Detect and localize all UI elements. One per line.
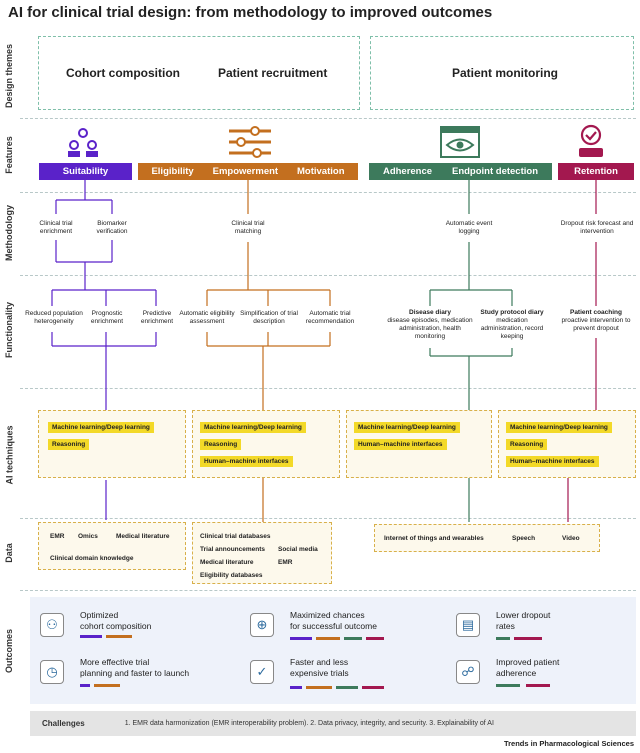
certificate-badge-icon: ✓ [250, 660, 274, 684]
challenges-bar: Challenges 1. EMR data harmonization (EM… [30, 711, 636, 736]
tech-ml: Machine learning/Deep learning [200, 422, 306, 433]
row-divider [20, 590, 636, 591]
feature-suitability: Suitability [39, 163, 132, 180]
data-box-suitability [38, 522, 186, 570]
outcome-bar-purple [290, 686, 302, 689]
func-simplification: Simplification of trial description [240, 310, 298, 326]
target-icon: ⊕ [250, 613, 274, 637]
tech-reasoning: Reasoning [200, 439, 242, 450]
feature-empowerment: Empowerment [212, 166, 279, 177]
data-omics: Omics [78, 533, 98, 540]
outcome-bar-orange [306, 686, 332, 689]
data-medical-literature: Medical literature [116, 533, 170, 540]
bar-chart-icon: ▤ [456, 613, 480, 637]
page-title: AI for clinical trial design: from metho… [8, 4, 493, 21]
tech-ml: Machine learning/Deep learning [354, 422, 460, 433]
data-clinical-domain-knowledge: Clinical domain knowledge [50, 555, 134, 562]
data-video: Video [562, 535, 580, 542]
sliders-icon [229, 126, 271, 158]
outcome-bar-crimson [366, 637, 384, 640]
outcome-bar-orange [94, 684, 120, 687]
func-auto-recommendation: Automatic trial recommendation [305, 310, 355, 326]
data-emr: EMR [50, 533, 65, 540]
cohort-people-icon: ⚇ [40, 613, 64, 637]
feature-adherence: Adherence [382, 166, 433, 177]
func-patient-coaching: Patient coaching proactive intervention … [561, 309, 631, 333]
func-reduced-heterogeneity: Reduced population heterogeneity [25, 310, 83, 326]
data-emr: EMR [278, 559, 293, 566]
theme-box-cohort-recruitment [38, 36, 360, 110]
outcome-bar-green [344, 637, 362, 640]
row-divider [20, 118, 636, 119]
method-clinical-trial-enrichment: Clinical trial enrichment [39, 220, 73, 236]
tech-hmi: Human–machine interfaces [354, 439, 447, 450]
func-prognostic-enrichment: Prognostic enrichment [90, 310, 124, 326]
theme-box-monitoring [370, 36, 634, 110]
outcome-bar-crimson [514, 637, 542, 640]
feature-eligibility: Eligibility [151, 166, 194, 177]
func-study-protocol-diary: Study protocol diary medication administ… [480, 309, 544, 341]
func-disease-diary: Disease diary disease episodes, medicati… [387, 309, 473, 341]
feature-retention: Retention [558, 163, 634, 180]
method-clinical-trial-matching: Clinical trial matching [231, 220, 265, 236]
row-divider [20, 192, 636, 193]
data-eligibility-databases: Eligibility databases [200, 572, 263, 579]
eye-window-icon [440, 126, 480, 158]
footer-journal: Trends in Pharmacological Sciences [503, 739, 634, 748]
tech-hmi: Human–machine interfaces [506, 456, 599, 467]
row-divider [20, 518, 636, 519]
outcome-bar-green [336, 686, 358, 689]
outcome-bar-crimson [362, 686, 384, 689]
theme-cohort-composition: Cohort composition [66, 66, 180, 80]
func-predictive-enrichment: Predictive enrichment [140, 310, 174, 326]
method-dropout-risk-forecast: Dropout risk forecast and intervention [560, 220, 634, 236]
row-divider [20, 388, 636, 389]
outcome-bar-green [496, 684, 520, 687]
tech-hmi: Human–machine interfaces [200, 456, 293, 467]
data-trial-announcements: Trial announcements [200, 546, 266, 553]
data-box-recruitment [192, 522, 332, 584]
data-social-media: Social media [278, 546, 318, 553]
outcome-bar-green [496, 637, 510, 640]
outcome-bar-orange [316, 637, 340, 640]
challenges-text: 1. EMR data harmonization (EMR interoper… [124, 720, 494, 727]
people-group-icon [68, 128, 98, 157]
tech-ml: Machine learning/Deep learning [48, 422, 154, 433]
outcome-bar-purple [80, 635, 102, 638]
theme-patient-monitoring: Patient monitoring [452, 66, 558, 80]
func-auto-eligibility: Automatic eligibility assessment [179, 310, 235, 326]
method-automatic-event-logging: Automatic event logging [445, 220, 493, 236]
outcome-bar-purple [80, 684, 90, 687]
data-iot-wearables: Internet of things and wearables [384, 535, 484, 542]
feature-recruitment-bar: Eligibility Empowerment Motivation [138, 163, 358, 180]
tech-reasoning: Reasoning [48, 439, 90, 450]
person-check-icon [579, 124, 603, 157]
data-box-monitoring [374, 524, 600, 552]
outcome-bar-orange [106, 635, 132, 638]
outcome-bar-crimson [526, 684, 550, 687]
row-divider [20, 275, 636, 276]
data-medical-literature: Medical literature [200, 559, 254, 566]
clock-icon: ◷ [40, 660, 64, 684]
feature-endpoint-detection: Endpoint detection [451, 166, 539, 177]
theme-patient-recruitment: Patient recruitment [218, 66, 328, 80]
feature-monitoring-bar: Adherence Endpoint detection [369, 163, 552, 180]
network-share-icon: ☍ [456, 660, 480, 684]
tech-ml: Machine learning/Deep learning [506, 422, 612, 433]
outcome-bar-purple [290, 637, 312, 640]
data-speech: Speech [512, 535, 536, 542]
tech-reasoning: Reasoning [506, 439, 548, 450]
challenges-label: Challenges [42, 719, 85, 728]
method-biomarker-verification: Biomarker verification [96, 220, 128, 236]
feature-motivation: Motivation [297, 166, 345, 177]
data-clinical-trial-databases: Clinical trial databases [200, 533, 271, 540]
